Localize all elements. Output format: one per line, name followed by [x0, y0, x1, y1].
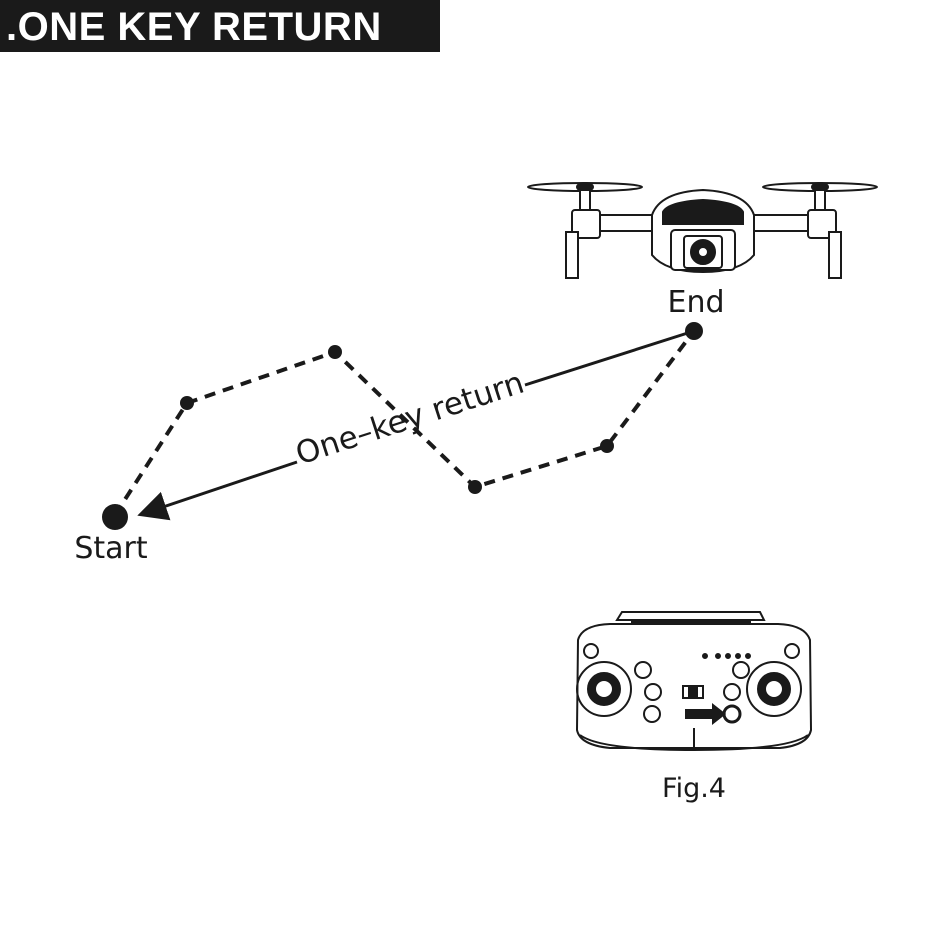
waypoint: [600, 439, 614, 453]
section-title: .ONE KEY RETURN: [6, 5, 382, 49]
flight-path: [113, 329, 696, 517]
figure-caption: Fig.4: [662, 773, 726, 804]
drone-icon: [527, 182, 878, 279]
remote-controller-icon: [575, 611, 813, 752]
waypoint: [180, 396, 194, 410]
end-label: End: [667, 285, 724, 320]
return-path-label: One–key return: [291, 365, 528, 473]
waypoint: [328, 345, 342, 359]
section-header: .ONE KEY RETURN: [0, 0, 440, 52]
return-arrow-icon: [137, 460, 298, 521]
start-point: [102, 504, 128, 530]
waypoint: [468, 480, 482, 494]
start-label: Start: [74, 531, 148, 566]
return-line: [524, 329, 695, 387]
